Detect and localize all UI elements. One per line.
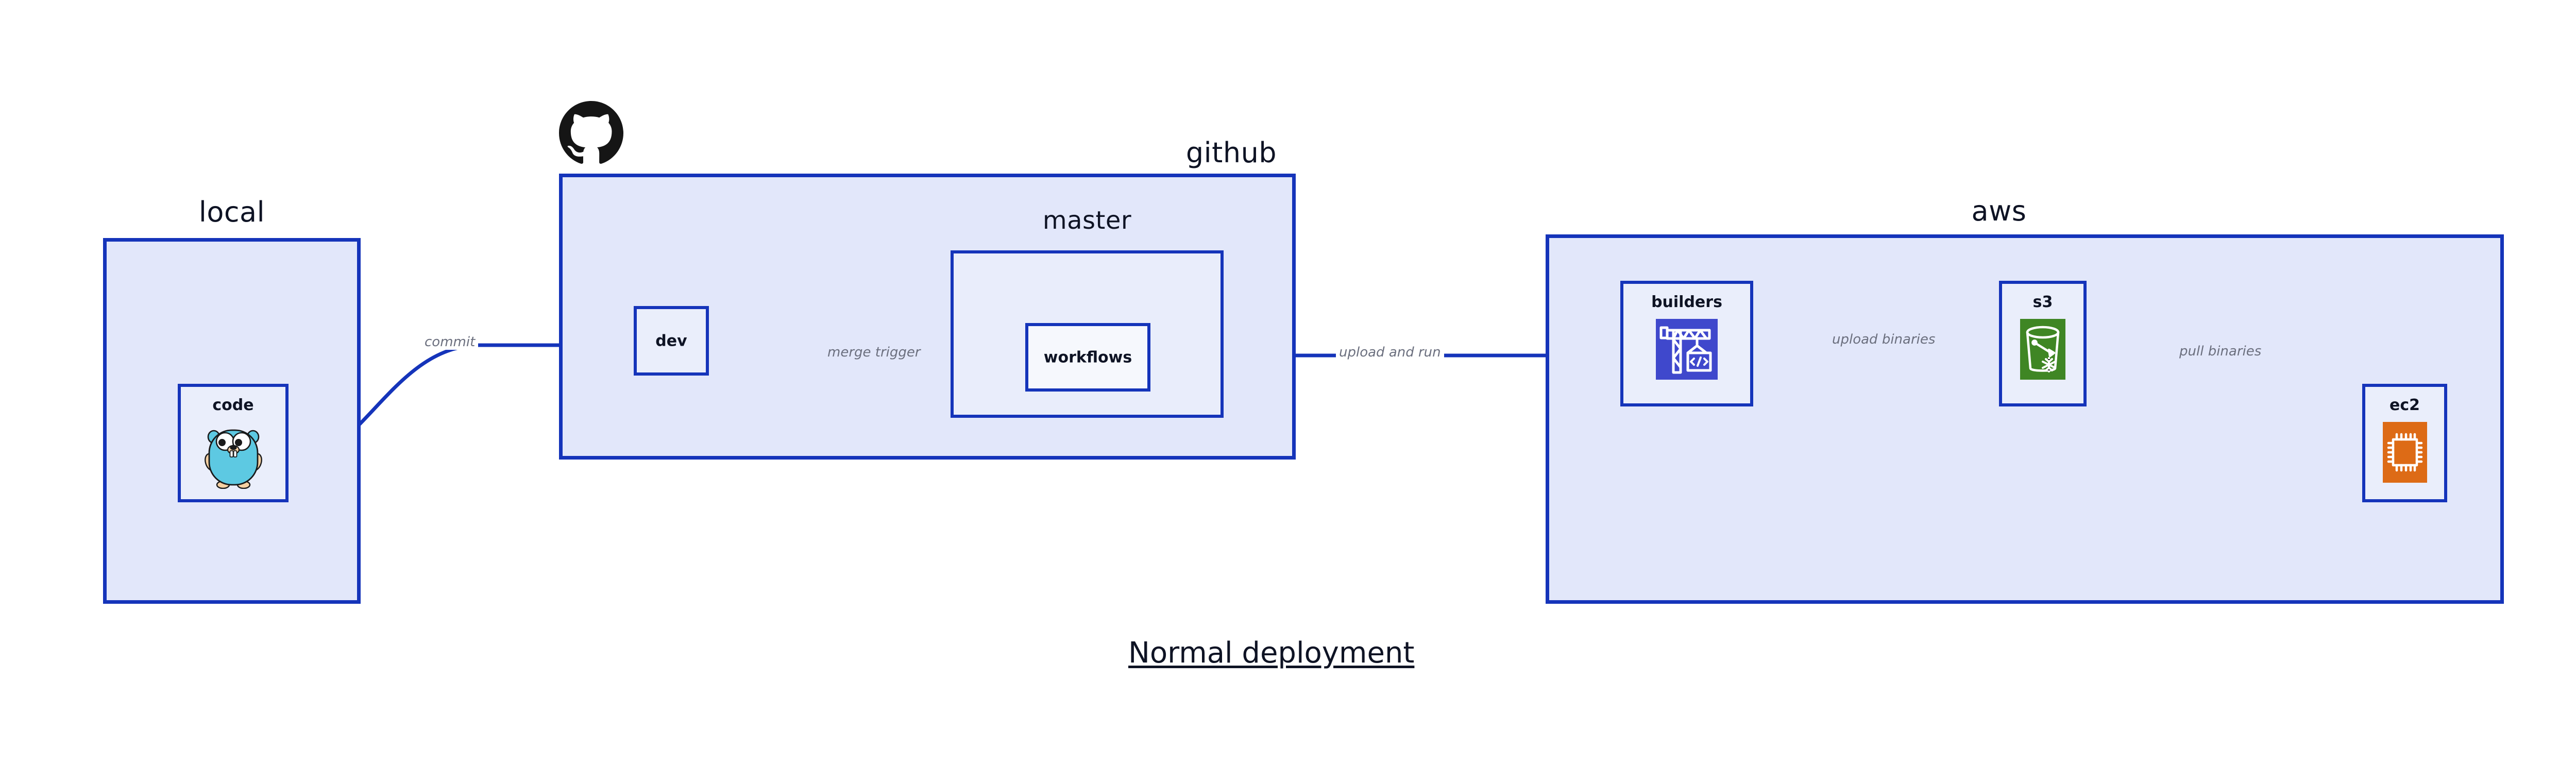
github-octocat-logo — [559, 101, 623, 165]
aws-s3-bucket-icon — [2020, 319, 2065, 380]
edge-label-commit: commit — [421, 335, 479, 350]
edge-label-upload-binaries: upload binaries — [1829, 332, 1939, 347]
edge-label-merge-trigger: merge trigger — [824, 345, 924, 360]
node-label-dev: dev — [655, 332, 687, 350]
node-box-workflows[interactable]: workflows — [1025, 323, 1150, 392]
subgroup-label-master: master — [1042, 206, 1132, 235]
node-box-s3[interactable]: s3 — [1999, 281, 2087, 406]
node-label-s3: s3 — [2032, 293, 2053, 311]
node-box-code[interactable]: code — [178, 384, 289, 502]
diagram-title: Normal deployment — [1128, 636, 1415, 670]
node-label-workflows: workflows — [1043, 348, 1132, 366]
node-label-ec2: ec2 — [2389, 396, 2420, 414]
edge-label-upload-and-run: upload and run — [1336, 345, 1444, 360]
group-label-github: github — [1185, 137, 1277, 169]
go-gopher-icon — [202, 422, 264, 489]
edge-label-pull-binaries: pull binaries — [2176, 344, 2265, 359]
aws-ec2-chip-icon — [2382, 422, 2427, 483]
group-label-local: local — [198, 196, 265, 228]
node-box-ec2[interactable]: ec2 — [2362, 384, 2447, 502]
node-label-builders: builders — [1651, 293, 1722, 311]
group-label-aws: aws — [1971, 195, 2027, 227]
aws-codebuild-crane-icon — [1656, 319, 1718, 380]
node-box-dev[interactable]: dev — [634, 306, 709, 376]
node-box-builders[interactable]: builders — [1620, 281, 1753, 406]
node-label-code: code — [212, 396, 254, 414]
